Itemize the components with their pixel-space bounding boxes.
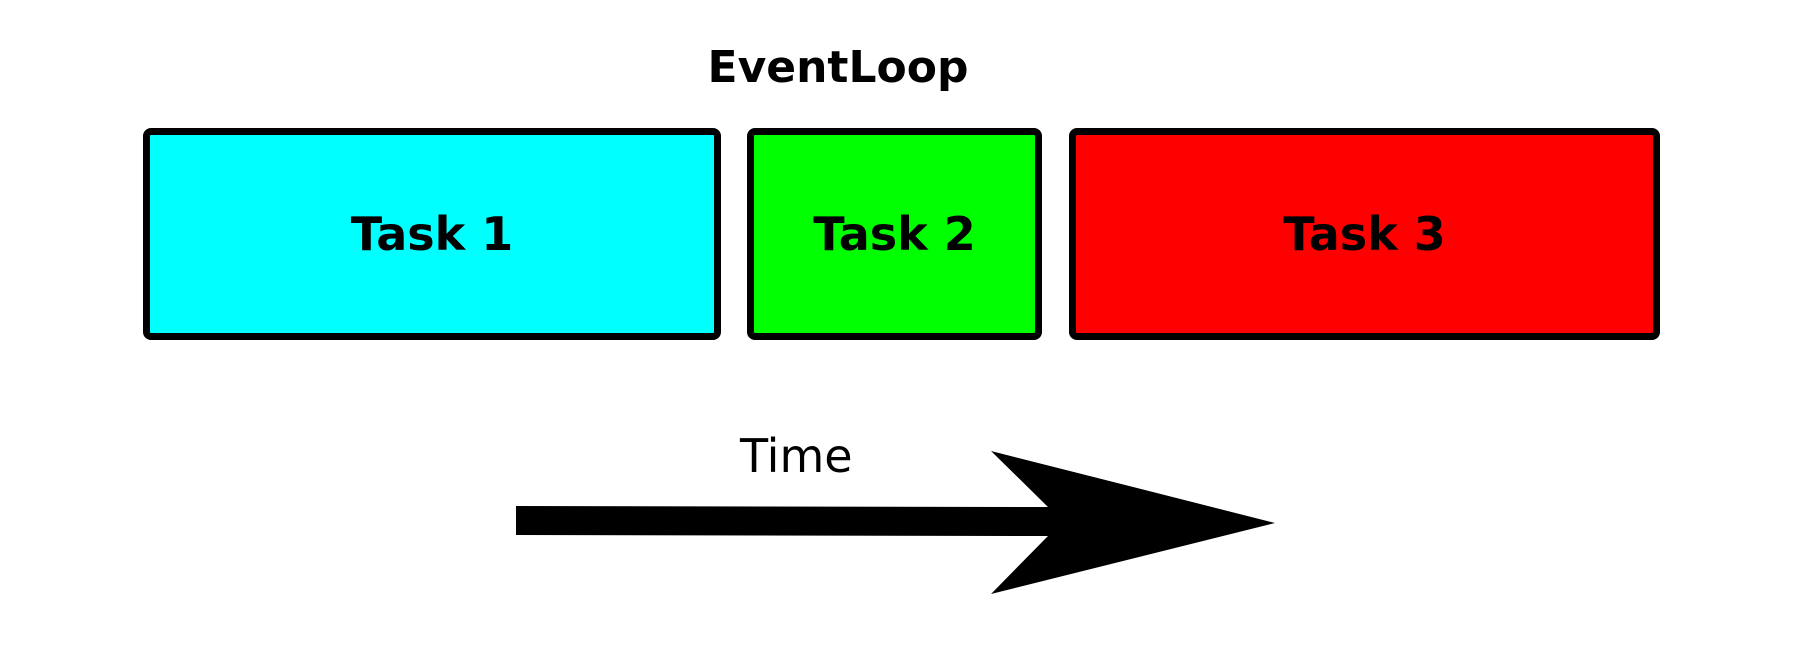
task-label-1: Task 1 xyxy=(350,207,514,261)
task-box-1: Task 1 xyxy=(143,128,721,340)
time-axis-label: Time xyxy=(740,429,853,483)
task-box-2: Task 2 xyxy=(747,128,1042,340)
diagram-title: EventLoop xyxy=(707,42,969,93)
time-arrow-shape xyxy=(516,451,1275,594)
task-label-2: Task 2 xyxy=(813,207,976,261)
task-label-3: Task 3 xyxy=(1283,207,1446,261)
task-box-3: Task 3 xyxy=(1069,128,1660,340)
